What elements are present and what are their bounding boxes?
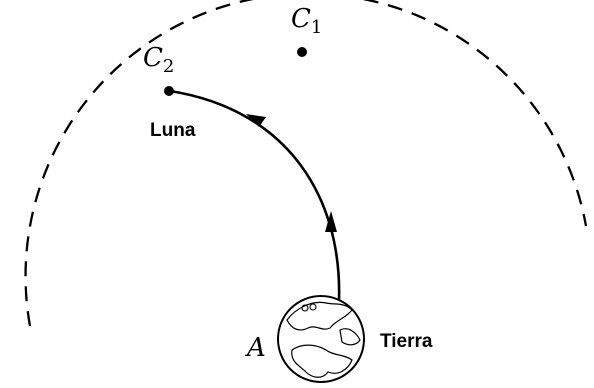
label-c2-subscript: 2	[163, 56, 174, 77]
earth-continent-south	[291, 344, 353, 378]
label-a: A	[245, 333, 266, 363]
earth-island-1	[301, 304, 309, 312]
earth-globe	[277, 295, 365, 383]
label-c2: C2	[143, 43, 174, 77]
earth-continent-north	[286, 301, 353, 331]
label-c1-letter: C	[291, 4, 311, 34]
lunar-orbit-dashed-arc	[24, 0, 588, 327]
trajectory-path	[169, 89, 341, 301]
trajectory-arrow-lower	[325, 211, 337, 232]
earth-continent-east	[339, 328, 361, 346]
point-c1	[297, 47, 307, 57]
label-c2-letter: C	[143, 43, 163, 73]
earth-island-2	[309, 303, 317, 311]
label-earth: Tierra	[380, 331, 433, 352]
point-c2	[164, 86, 174, 96]
trajectory-arrow-upper	[246, 114, 266, 127]
label-moon: Luna	[150, 120, 196, 141]
label-c1-subscript: 1	[311, 17, 322, 38]
label-c1: C1	[291, 4, 322, 38]
